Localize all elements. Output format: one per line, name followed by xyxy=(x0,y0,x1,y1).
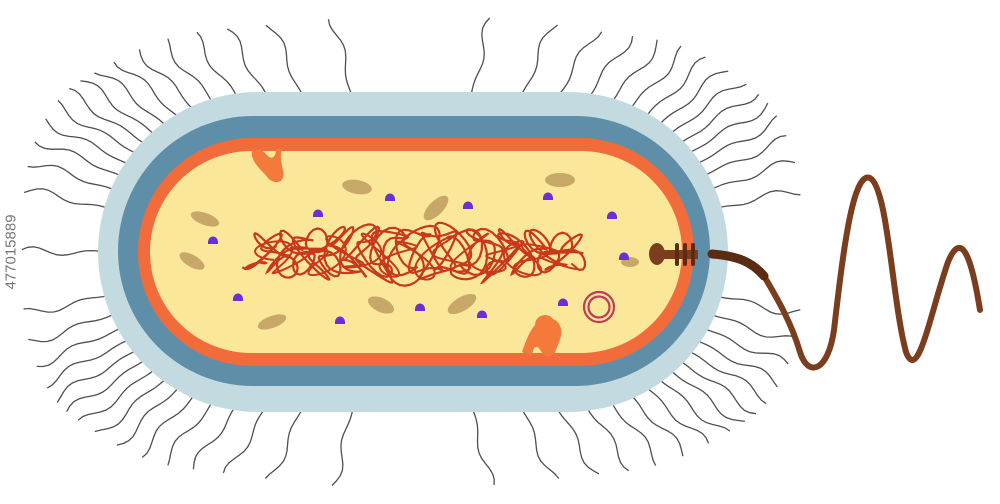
inclusion-icon xyxy=(423,195,449,221)
pilus-icon xyxy=(639,381,710,444)
pilus-icon xyxy=(28,312,117,343)
pilus-icon xyxy=(707,160,796,192)
pilus-icon xyxy=(116,381,185,446)
pilus-icon xyxy=(709,190,801,211)
pilus-icon xyxy=(697,340,778,388)
ribosome-icon xyxy=(312,209,324,217)
pilus-icon xyxy=(680,93,760,144)
pilus-icon xyxy=(45,118,127,164)
pilus-icon xyxy=(689,351,767,405)
mesosome-icon xyxy=(522,315,562,357)
pilus-icon xyxy=(697,115,778,164)
ribosome-group xyxy=(207,192,630,324)
pilus-icon xyxy=(138,49,203,118)
pilus-icon xyxy=(113,61,185,123)
mesosome-icon xyxy=(251,149,284,183)
pilus-icon xyxy=(689,102,769,153)
flagellum-icon xyxy=(649,174,983,371)
inclusion-icon xyxy=(179,252,205,270)
inclusion-icon xyxy=(190,211,220,227)
pilus-icon xyxy=(23,293,115,313)
pilus-icon xyxy=(66,360,144,413)
ribosome-icon xyxy=(606,211,618,219)
pilus-icon xyxy=(703,134,787,177)
ribosome-icon xyxy=(232,293,244,301)
pilus-icon xyxy=(56,351,135,403)
pilus-icon xyxy=(57,99,135,153)
pilus-icon xyxy=(680,360,757,415)
inclusion-icon xyxy=(447,293,477,315)
pilus-icon xyxy=(707,312,797,339)
pilus-icon xyxy=(34,141,121,177)
ribosome-icon xyxy=(414,303,426,311)
nucleoid-icon xyxy=(241,221,587,287)
pilus-icon xyxy=(80,80,156,136)
ribosome-icon xyxy=(384,193,396,201)
ribosome-icon xyxy=(462,201,474,209)
pilus-icon xyxy=(668,368,745,423)
ribosome-icon xyxy=(476,310,488,318)
image-id-watermark: 477015889 xyxy=(3,214,20,289)
pilus-icon xyxy=(36,327,121,368)
inclusion-icon xyxy=(367,296,395,314)
ribosome-icon xyxy=(618,252,630,260)
plasmid-icon xyxy=(582,290,616,324)
pilus-icon xyxy=(94,375,169,433)
pilus-icon xyxy=(668,83,747,136)
image-id-text: 477015889 xyxy=(2,214,20,290)
pilus-icon xyxy=(141,386,203,458)
ribosome-icon xyxy=(557,298,569,306)
inclusion-icon xyxy=(545,173,575,187)
pilus-icon xyxy=(27,164,117,192)
inclusion-icon xyxy=(342,179,372,195)
pilus-icon xyxy=(23,188,115,211)
ribosome-icon xyxy=(207,236,219,244)
ribosome-icon xyxy=(542,192,554,200)
pilus-icon xyxy=(639,56,706,123)
pilus-icon xyxy=(69,87,144,144)
pilus-icon xyxy=(703,327,789,365)
pilus-icon xyxy=(46,340,127,389)
pilus-icon xyxy=(94,72,169,129)
inclusion-group xyxy=(179,173,639,330)
pilus-icon xyxy=(655,70,729,129)
pilus-icon xyxy=(77,368,156,421)
inclusion-icon xyxy=(257,314,287,330)
ribosome-icon xyxy=(334,316,346,324)
pilus-icon xyxy=(655,375,731,432)
